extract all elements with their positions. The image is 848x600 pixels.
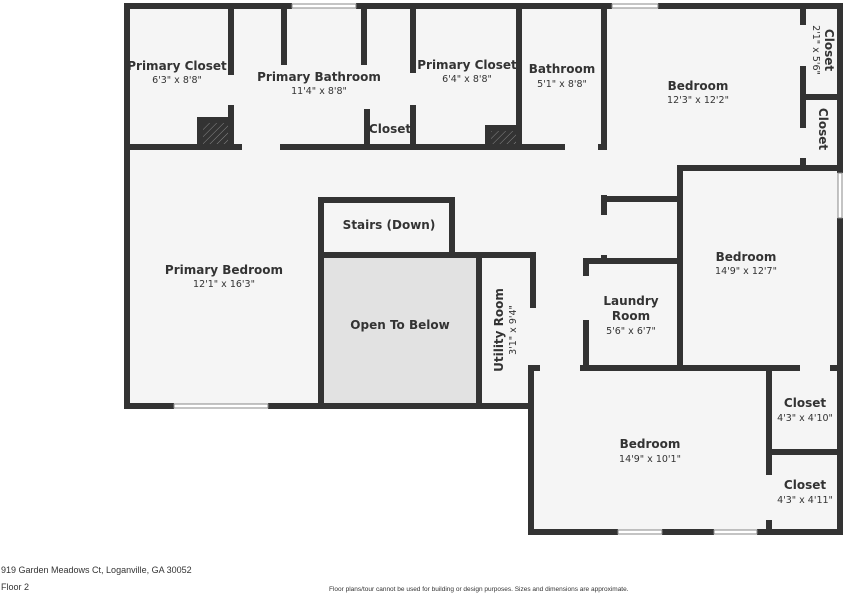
room-name: Primary Closet [127, 59, 227, 73]
room-name: Closet [822, 29, 836, 71]
room-dims: 4'3" x 4'10" [777, 413, 833, 424]
open-to-below-area [321, 255, 479, 406]
room-closet-3: Closet 4'3" x 4'10" [777, 396, 833, 424]
room-primary-bathroom: Primary Bathroom 11'4" x 8'8" [257, 70, 381, 97]
chase-hatch [203, 123, 228, 144]
room-closet-4: Closet 4'3" x 4'11" [777, 478, 833, 506]
chase-hatch [491, 131, 516, 144]
room-primary-bedroom: Primary Bedroom 12'1" x 16'3" [165, 263, 283, 290]
windows [173, 3, 843, 535]
room-name: Open To Below [350, 318, 449, 332]
room-name: Closet [784, 396, 826, 410]
room-dims: 12'3" x 12'2" [667, 95, 729, 106]
room-name: Bathroom [529, 62, 595, 76]
room-dims: 11'4" x 8'8" [291, 86, 347, 97]
room-dims: 14'9" x 12'7" [715, 266, 777, 277]
room-bedroom-2: Bedroom 14'9" x 12'7" [715, 250, 777, 277]
stairs-down: Stairs (Down) [343, 218, 436, 232]
room-dims: 6'4" x 8'8" [442, 74, 492, 85]
room-dims: 12'1" x 16'3" [193, 279, 255, 290]
room-name: Laundry [603, 294, 658, 308]
room-closet-2: Closet [816, 108, 830, 150]
room-name: Closet [369, 122, 411, 136]
room-utility: Utility Room 3'1" x 9'4" [492, 288, 519, 372]
room-dims: 14'9" x 10'1" [619, 454, 681, 465]
open-to-below: Open To Below [350, 318, 449, 332]
room-dims: 3'1" x 9'4" [508, 305, 519, 355]
room-name: Primary Bedroom [165, 263, 283, 277]
room-closet-bath: Closet [369, 122, 411, 136]
room-name: Bedroom [716, 250, 777, 264]
room-name: Stairs (Down) [343, 218, 436, 232]
room-name: Utility Room [492, 288, 506, 372]
room-name: Primary Bathroom [257, 70, 381, 84]
room-dims: 4'3" x 4'11" [777, 495, 833, 506]
room-name: Bedroom [668, 79, 729, 93]
disclaimer: Floor plans/tour cannot be used for buil… [329, 586, 629, 593]
room-dims: 6'3" x 8'8" [152, 75, 202, 86]
room-dims: 5'1" x 8'8" [537, 79, 587, 90]
room-dims: 2'1" x 5'6" [810, 25, 821, 75]
room-primary-closet-2: Primary Closet 6'4" x 8'8" [417, 58, 517, 85]
room-laundry: Laundry Room 5'6" x 6'7" [603, 294, 658, 337]
room-primary-closet-1: Primary Closet 6'3" x 8'8" [127, 59, 227, 86]
room-bathroom: Bathroom 5'1" x 8'8" [529, 62, 595, 90]
room-name: Closet [784, 478, 826, 492]
room-name-line2: Room [612, 309, 650, 323]
room-name: Bedroom [620, 437, 681, 451]
room-closet-small: Closet 2'1" x 5'6" [810, 25, 836, 75]
room-name: Closet [816, 108, 830, 150]
floor-label: Floor 2 [1, 582, 30, 592]
room-dims: 5'6" x 6'7" [606, 326, 656, 337]
room-bedroom-3: Bedroom 14'9" x 10'1" [619, 437, 681, 465]
room-name: Primary Closet [417, 58, 517, 72]
address: 919 Garden Meadows Ct, Loganville, GA 30… [1, 565, 192, 575]
walls [124, 3, 843, 535]
room-bedroom-1: Bedroom 12'3" x 12'2" [667, 79, 729, 106]
